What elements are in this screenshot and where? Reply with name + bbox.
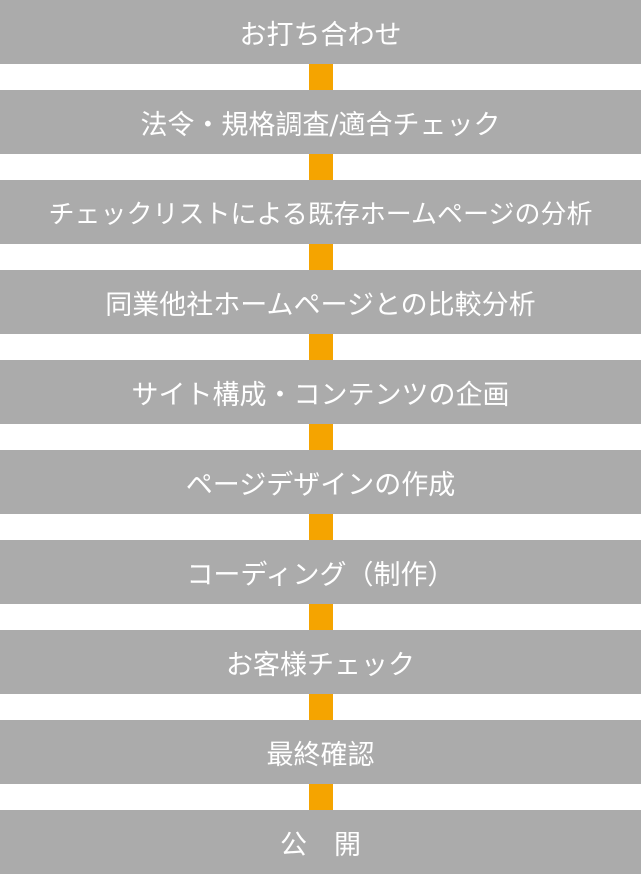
flow-connector: [309, 154, 333, 180]
flow-connector: [309, 244, 333, 270]
flow-connector: [309, 334, 333, 360]
step-consultation: お打ち合わせ: [0, 0, 641, 64]
step-client-check: お客様チェック: [0, 630, 641, 694]
step-page-design: ページデザインの作成: [0, 450, 641, 514]
flow-connector: [309, 603, 333, 630]
step-site-planning: サイト構成・コンテンツの企画: [0, 360, 641, 424]
step-final-check: 最終確認: [0, 720, 641, 784]
step-publish: 公 開: [0, 810, 641, 874]
step-legal-research: 法令・規格調査/適合チェック: [0, 90, 641, 154]
flow-connector: [309, 514, 333, 540]
flow-connector: [309, 783, 333, 810]
flow-connector: [309, 693, 333, 720]
flow-connector: [309, 424, 333, 450]
step-competitor-analysis: 同業他社ホームページとの比較分析: [0, 270, 641, 334]
step-site-analysis: チェックリストによる既存ホームページの分析: [0, 180, 641, 244]
step-coding: コーディング（制作）: [0, 540, 641, 604]
flow-connector: [309, 64, 333, 90]
